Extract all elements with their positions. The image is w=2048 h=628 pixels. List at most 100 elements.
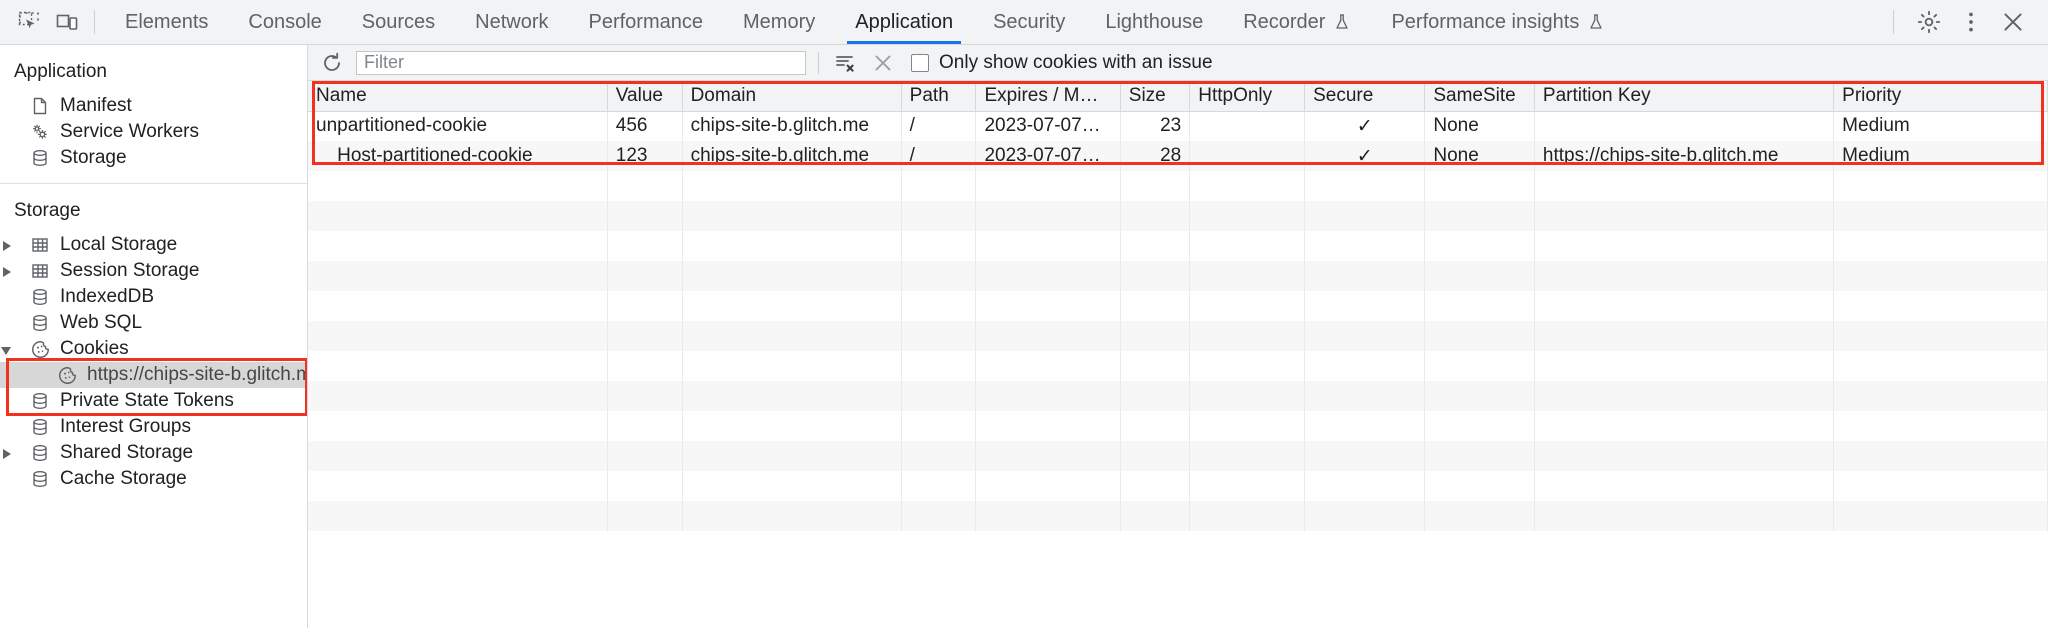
cell-priority: Medium — [1833, 141, 2048, 171]
empty-cell — [1424, 321, 1535, 351]
tab-application[interactable]: Application — [835, 0, 973, 44]
tab-recorder[interactable]: Recorder — [1223, 0, 1371, 44]
tab-elements[interactable]: Elements — [105, 0, 228, 44]
empty-row — [308, 501, 2048, 531]
sidebar-item-label: Service Workers — [60, 121, 200, 142]
close-icon[interactable] — [1992, 1, 2034, 43]
empty-cell — [1120, 441, 1191, 471]
empty-cell — [1424, 171, 1535, 201]
empty-cell — [1120, 351, 1191, 381]
empty-cell — [607, 411, 683, 441]
panel-tabs: Elements Console Sources Network Perform… — [105, 0, 1625, 44]
empty-cell — [1189, 321, 1306, 351]
inspect-element-icon[interactable] — [10, 3, 48, 41]
toolbar-divider — [1893, 10, 1894, 34]
empty-cell — [1120, 261, 1191, 291]
tab-label: Performance insights — [1391, 10, 1580, 33]
database-icon — [29, 442, 51, 464]
sidebar-item-web-sql[interactable]: Web SQL — [0, 310, 307, 336]
chevron-right-icon[interactable] — [1, 447, 14, 460]
table-row[interactable]: unpartitioned-cookie 456 chips-site-b.gl… — [308, 111, 2048, 141]
table-icon — [29, 260, 51, 282]
tab-label: Lighthouse — [1105, 10, 1204, 33]
tab-sources[interactable]: Sources — [342, 0, 455, 44]
tab-console[interactable]: Console — [228, 0, 341, 44]
sidebar-item-cookies[interactable]: Cookies — [0, 336, 307, 362]
column-header-partition-key[interactable]: Partition Key — [1534, 81, 1835, 112]
empty-cell — [607, 381, 683, 411]
sidebar-item-service-workers[interactable]: Service Workers — [0, 119, 307, 145]
refresh-icon[interactable] — [318, 49, 346, 77]
empty-cell — [682, 321, 902, 351]
only-show-issues-checkbox[interactable]: Only show cookies with an issue — [911, 52, 1213, 74]
empty-cell — [1424, 381, 1535, 411]
experiment-flask-icon — [1587, 13, 1605, 31]
empty-cell — [901, 261, 977, 291]
empty-cell — [1189, 441, 1306, 471]
empty-cell — [1120, 381, 1191, 411]
chevron-right-icon[interactable] — [1, 239, 14, 252]
empty-cell — [1304, 171, 1426, 201]
empty-cell — [308, 171, 608, 201]
chevron-right-icon[interactable] — [1, 265, 14, 278]
tab-performance-insights[interactable]: Performance insights — [1371, 0, 1625, 44]
column-header-domain[interactable]: Domain — [682, 81, 902, 112]
empty-cell — [1424, 201, 1535, 231]
empty-cell — [308, 231, 608, 261]
sidebar-item-storage[interactable]: Storage — [0, 145, 307, 171]
column-header-secure[interactable]: Secure — [1304, 81, 1426, 112]
empty-cell — [308, 351, 608, 381]
column-header-priority[interactable]: Priority — [1833, 81, 2048, 112]
empty-cell — [1534, 201, 1835, 231]
sidebar-item-cookie-origin[interactable]: https://chips-site-b.glitch.me — [0, 362, 307, 388]
tab-security[interactable]: Security — [973, 0, 1085, 44]
tab-performance[interactable]: Performance — [569, 0, 724, 44]
sidebar-item-session-storage[interactable]: Session Storage — [0, 258, 307, 284]
database-icon — [29, 312, 51, 334]
tab-memory[interactable]: Memory — [723, 0, 835, 44]
sidebar-section-title: Application — [14, 61, 107, 82]
column-header-samesite[interactable]: SameSite — [1424, 81, 1535, 112]
sidebar-item-cache-storage[interactable]: Cache Storage — [0, 466, 307, 492]
sidebar-item-private-state-tokens[interactable]: Private State Tokens — [0, 388, 307, 414]
empty-cell — [901, 201, 977, 231]
filter-input[interactable] — [356, 50, 806, 75]
gear-icon[interactable] — [1908, 1, 1950, 43]
devtools-body: Application Manifest — [0, 45, 2048, 628]
cell-partition-key — [1534, 111, 1835, 141]
column-header-size[interactable]: Size — [1120, 81, 1191, 112]
tab-label: Recorder — [1243, 10, 1326, 33]
empty-cell — [1120, 201, 1191, 231]
column-header-value[interactable]: Value — [607, 81, 683, 112]
empty-cell — [1534, 441, 1835, 471]
sidebar-item-manifest[interactable]: Manifest — [0, 93, 307, 119]
empty-cell — [1833, 201, 2048, 231]
sidebar-item-local-storage[interactable]: Local Storage — [0, 232, 307, 258]
clear-filtered-cookies-icon[interactable] — [831, 49, 859, 77]
column-header-path[interactable]: Path — [901, 81, 977, 112]
sidebar-item-interest-groups[interactable]: Interest Groups — [0, 414, 307, 440]
device-toolbar-icon[interactable] — [48, 3, 86, 41]
empty-cell — [1833, 291, 2048, 321]
more-options-icon[interactable] — [1950, 1, 1992, 43]
tab-network[interactable]: Network — [455, 0, 568, 44]
sidebar-item-indexeddb[interactable]: IndexedDB — [0, 284, 307, 310]
empty-cell — [1120, 501, 1191, 531]
column-header-name[interactable]: Name — [308, 81, 608, 112]
sidebar-item-label: Session Storage — [60, 260, 200, 281]
empty-cell — [682, 471, 902, 501]
clear-all-cookies-icon[interactable] — [869, 49, 897, 77]
column-header-httponly[interactable]: HttpOnly — [1189, 81, 1306, 112]
empty-cell — [1304, 291, 1426, 321]
empty-row — [308, 231, 2048, 261]
table-row[interactable]: __Host-partitioned-cookie 123 chips-site… — [308, 141, 2048, 171]
empty-cell — [1424, 231, 1535, 261]
empty-cell — [308, 201, 608, 231]
sidebar-item-shared-storage[interactable]: Shared Storage — [0, 440, 307, 466]
tab-lighthouse[interactable]: Lighthouse — [1085, 0, 1223, 44]
sidebar-item-label: Cookies — [60, 338, 129, 359]
empty-cell — [901, 171, 977, 201]
column-header-expires[interactable]: Expires / M… — [975, 81, 1121, 112]
checkbox-box[interactable] — [911, 53, 929, 72]
chevron-down-icon[interactable] — [1, 343, 14, 356]
